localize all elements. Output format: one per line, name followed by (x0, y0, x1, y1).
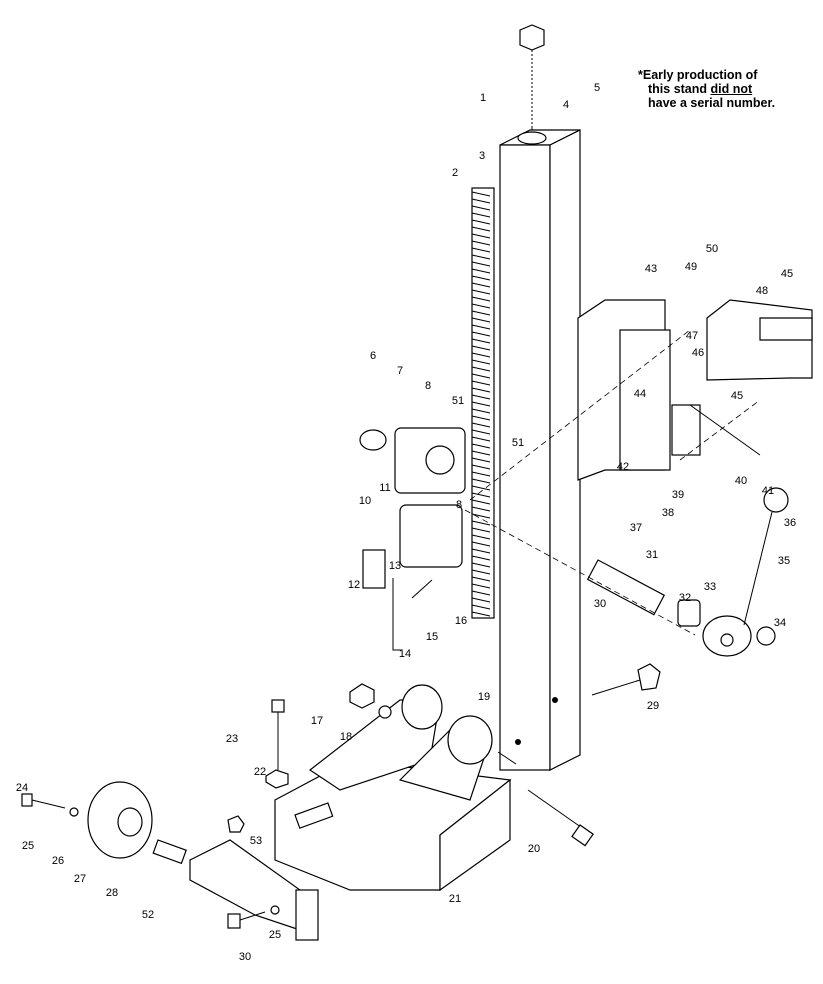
part-label: 14 (399, 648, 411, 660)
part-label: 52 (142, 909, 154, 921)
part-label: 31 (646, 549, 658, 561)
assembly-line (469, 329, 691, 501)
part-label: 8 (456, 499, 462, 511)
part-label: 12 (348, 579, 360, 591)
part-label: 40 (735, 475, 747, 487)
part-label: 6 (370, 350, 376, 362)
note-line-3: have a serial number. (648, 96, 776, 110)
part-label: 19 (478, 691, 490, 703)
assembly-line (464, 509, 696, 636)
part-label: 29 (647, 700, 659, 712)
part-label: 35 (778, 555, 790, 567)
part-label: 49 (685, 261, 697, 273)
feed-screw (519, 24, 545, 130)
part-label: 50 (706, 243, 718, 255)
part-label: 38 (662, 507, 674, 519)
part-label: 51 (452, 395, 464, 407)
part-label: 41 (762, 485, 774, 497)
asterisk: * (638, 68, 643, 82)
part-label: 51 (512, 437, 524, 449)
part-label: 33 (704, 581, 716, 593)
part-label: 44 (634, 388, 646, 400)
column-tube (499, 129, 581, 771)
part-label: 45 (731, 390, 743, 402)
part-labels: 1 5 4 3 2 43 49 50 45 48 47 46 44 45 6 7… (16, 82, 796, 963)
part-label: 37 (630, 522, 642, 534)
part-label: 43 (645, 263, 657, 275)
part-label: 8 (425, 380, 431, 392)
bracket-assembly (359, 427, 466, 651)
part-label: 42 (617, 461, 629, 473)
part-label: 26 (52, 855, 64, 867)
part-label: 30 (239, 951, 251, 963)
part-label: 24 (16, 782, 28, 794)
base (274, 684, 512, 892)
part-label: 15 (426, 631, 438, 643)
part-label: 45 (781, 268, 793, 280)
part-label: 13 (389, 560, 401, 572)
part-label: 27 (74, 873, 86, 885)
part-label: 23 (226, 733, 238, 745)
part-label: 32 (679, 592, 691, 604)
part-label: 5 (594, 82, 600, 94)
part-label: 11 (379, 482, 390, 494)
part-label: 47 (686, 330, 698, 342)
carriage-assembly (577, 299, 813, 481)
part-label: 34 (774, 617, 786, 629)
part-label: 20 (528, 843, 540, 855)
part-label: 39 (672, 489, 684, 501)
part-label: 3 (479, 150, 485, 162)
note-line-1: Early production of (642, 68, 758, 82)
part-label: 16 (455, 615, 467, 627)
production-note: *Early production of this stand did not … (638, 68, 775, 110)
gear-rack (471, 187, 495, 619)
part-label: 1 (480, 92, 486, 104)
part-label: 18 (340, 731, 352, 743)
part-label: 25 (269, 929, 281, 941)
part-label: 10 (359, 495, 371, 507)
part-label: 21 (449, 893, 461, 905)
pinion-shaft (586, 487, 789, 657)
part-label: 7 (397, 365, 403, 377)
part-label: 17 (311, 715, 323, 727)
part-label: 28 (106, 887, 118, 899)
part-label: 46 (692, 347, 704, 359)
part-label: 25 (22, 840, 34, 852)
part-label: 4 (563, 99, 569, 111)
assembly-line (679, 399, 761, 461)
part-label: 36 (784, 517, 796, 529)
note-line-2: this stand (648, 82, 711, 96)
part-label: 30 (594, 598, 606, 610)
part-label: 2 (452, 167, 458, 179)
part-label: 53 (250, 835, 262, 847)
part-label: 22 (254, 766, 266, 778)
part-label: 48 (756, 285, 768, 297)
hardware (21, 663, 661, 941)
note-underlined: did not (710, 82, 753, 96)
